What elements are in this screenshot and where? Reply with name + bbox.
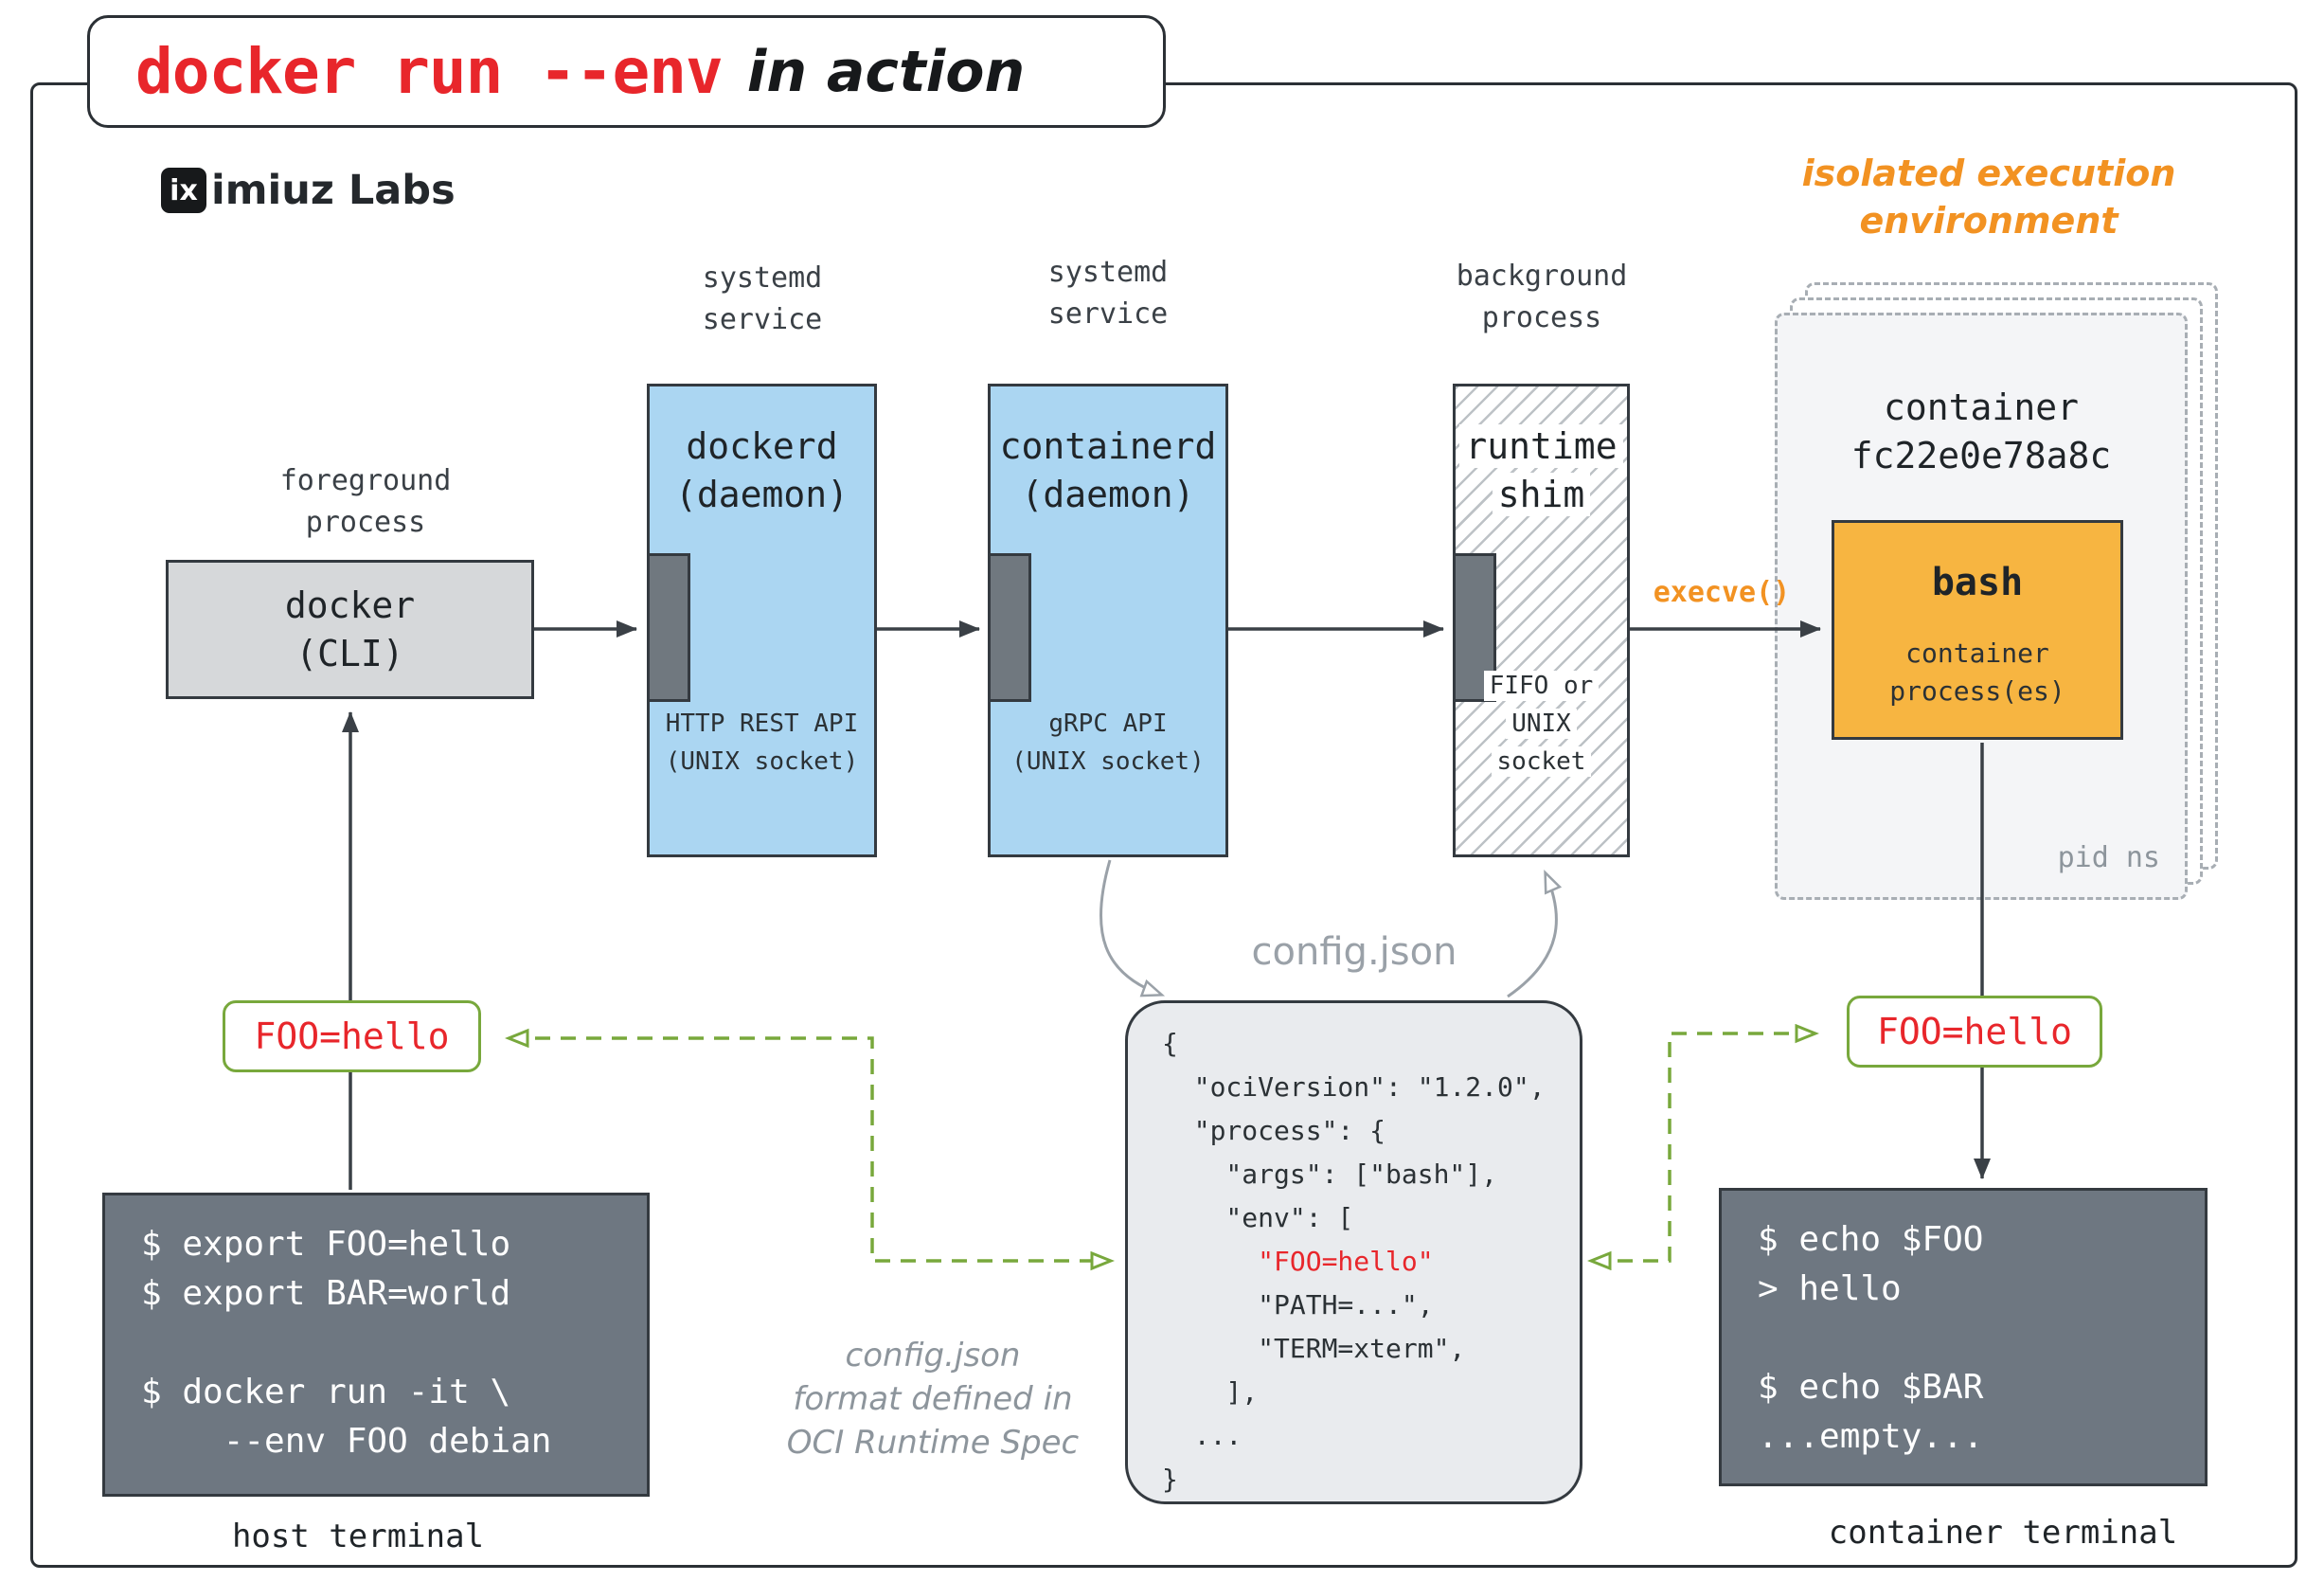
host-terminal-caption: host terminal [231, 1518, 485, 1555]
bash-label: bash [1931, 561, 2024, 604]
pid-ns-label: pid ns [2057, 841, 2160, 874]
container-terminal: $ echo $FOO > hello $ echo $BAR ...empty… [1719, 1188, 2208, 1486]
execve-label: execve() [1653, 576, 1791, 609]
dockerd-socket [647, 553, 690, 702]
containerd-socket [988, 553, 1031, 702]
dockerd-label: dockerd (daemon) [674, 425, 849, 515]
config-json-box: { "ociVersion": "1.2.0", "process": { "a… [1125, 1000, 1582, 1504]
docker-cli-label: docker (CLI) [284, 584, 416, 674]
bash-process-box: bash container process(es) [1832, 520, 2123, 740]
dockerd-api-label: HTTP REST API (UNIX socket) [665, 710, 859, 776]
containerd-api-label: gRPC API (UNIX socket) [1011, 710, 1205, 776]
containerd-label: containerd (daemon) [999, 425, 1217, 515]
logo-ix-badge: ix [161, 168, 206, 213]
title-command: docker run --env [135, 35, 724, 108]
role-foreground-process: foreground process [279, 464, 452, 539]
config-json-label: config.json [1251, 930, 1457, 974]
bash-sub-label: container process(es) [1889, 638, 2065, 707]
role-systemd-service-containerd: systemd service [1047, 256, 1169, 331]
container-terminal-caption: container terminal [1828, 1514, 2178, 1552]
iximiuz-labs-logo: ix imiuz Labs [161, 167, 456, 214]
containerd-box: containerd (daemon) gRPC API (UNIX socke… [988, 384, 1228, 857]
role-background-process: background process [1456, 260, 1628, 334]
config-json-code-before: { "ociVersion": "1.2.0", "process": { "a… [1162, 1028, 1546, 1233]
runtime-shim-label: runtime shim [1456, 422, 1627, 519]
env-badge-host: FOO=hello [223, 1000, 481, 1072]
container-id-label: container fc22e0e78a8c [1850, 386, 2112, 476]
config-json-code-after: "PATH=...", "TERM=xterm", ], ... } [1162, 1289, 1466, 1495]
runtime-shim-box: runtime shim FIFO or UNIX socket [1453, 384, 1630, 857]
oci-spec-note: config.json format defined in OCI Runtim… [786, 1337, 1080, 1462]
isolated-env-note: isolated execution environment [1801, 153, 2176, 242]
role-systemd-service-dockerd: systemd service [702, 261, 823, 336]
dockerd-box: dockerd (daemon) HTTP REST API (UNIX soc… [647, 384, 877, 857]
env-badge-container: FOO=hello [1847, 996, 2102, 1068]
host-terminal: $ export FOO=hello $ export BAR=world $ … [102, 1193, 650, 1497]
runtime-shim-api-label: FIFO or UNIX socket [1456, 667, 1627, 781]
config-json-highlight-line: "FOO=hello" [1162, 1246, 1434, 1277]
diagram-title: docker run --env in action [87, 15, 1166, 128]
docker-cli-box: docker (CLI) [166, 560, 534, 699]
title-suffix: in action [746, 38, 1026, 105]
logo-name: imiuz Labs [211, 167, 456, 214]
